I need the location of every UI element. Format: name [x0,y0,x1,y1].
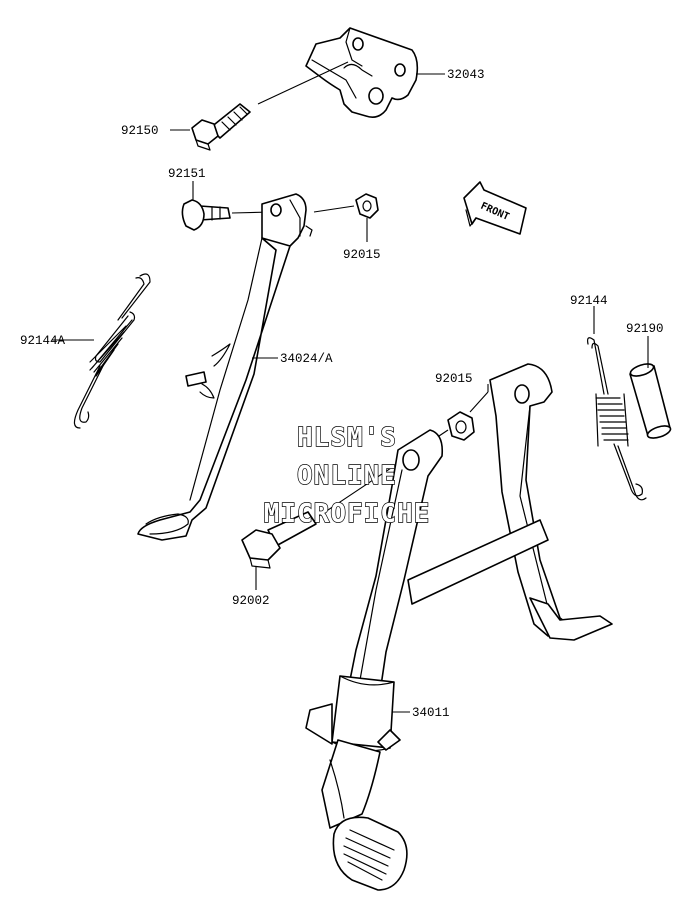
label-92144: 92144 [570,294,608,308]
pin-92151 [181,199,231,231]
nut-92015-upper [355,193,379,219]
label-34024a: 34024/A [280,352,333,366]
spring-92144a [73,273,151,429]
label-92144a: 92144A [20,334,66,348]
label-32043: 32043 [447,68,485,82]
bolt-92002 [241,511,317,569]
watermark-line2: ONLINE [297,461,397,491]
label-92002: 92002 [232,594,270,608]
bolt-92150 [191,103,251,151]
watermark-line1: HLSM'S [297,423,397,453]
label-92015-upper: 92015 [343,248,381,262]
collar-92190 [629,363,672,439]
front-arrow-icon: FRONT [463,181,527,235]
label-92015-lower: 92015 [435,372,473,386]
label-92150: 92150 [121,124,159,138]
label-92190: 92190 [626,322,664,336]
nut-92015-lower [447,411,475,441]
label-92151: 92151 [168,167,206,181]
watermark: HLSM'S ONLINE MICROFICHE [263,422,431,529]
label-34011: 34011 [412,706,450,720]
watermark-line3: MICROFICHE [264,499,431,529]
bracket-32043 [305,27,419,118]
side-stand-34024a [137,193,313,541]
main-stand-34011 [305,363,613,891]
spring-92144 [587,337,647,501]
